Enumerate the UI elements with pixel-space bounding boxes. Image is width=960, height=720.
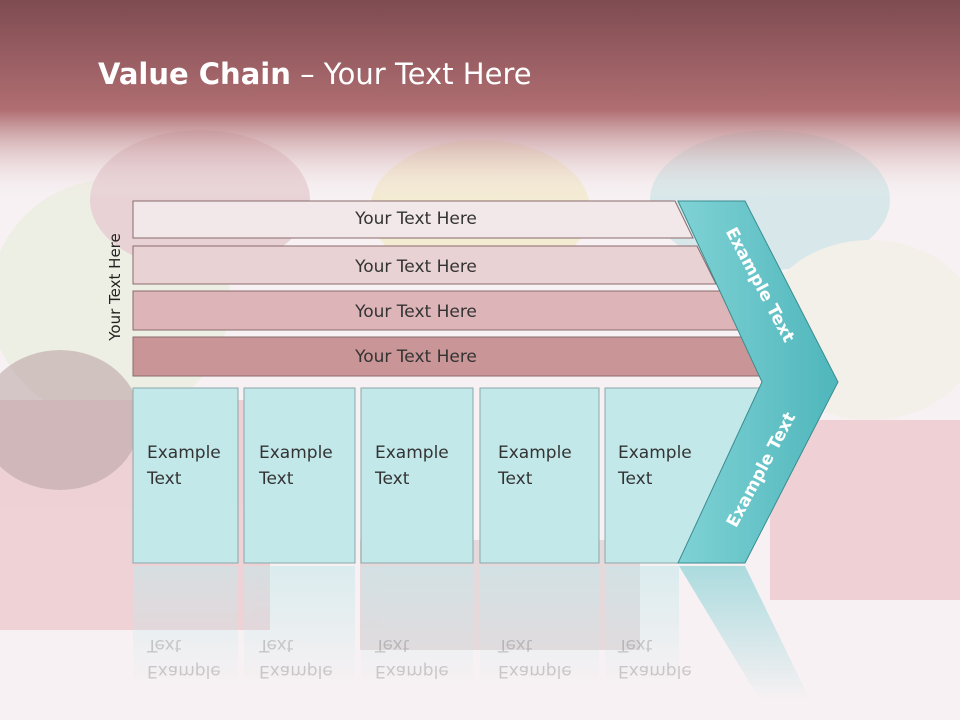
box-2-line2: Text [259, 469, 294, 489]
title-rest: – Your Text Here [290, 57, 532, 91]
box-3-shape [360, 387, 474, 564]
title-bold: Value Chain [98, 57, 291, 91]
side-label: Your Text Here [106, 233, 124, 341]
box-2-line1: Example [259, 443, 333, 463]
box-3-line2: Text [375, 469, 410, 489]
box-5-line1: Example [618, 443, 692, 463]
bar-4-label: Your Text Here [355, 347, 477, 367]
box-4-line1: Example [498, 443, 572, 463]
reflection [133, 566, 810, 700]
box-1-line1: Example [147, 443, 221, 463]
box-4-shape [479, 387, 600, 564]
header-band [0, 0, 960, 200]
slide-title: Value Chain – Your Text Here [98, 54, 798, 94]
bar-3-label: Your Text Here [355, 302, 477, 322]
box-2-shape [243, 387, 356, 564]
box-5-line2: Text [618, 469, 653, 489]
bar-1-label: Your Text Here [355, 209, 477, 229]
box-3-line1: Example [375, 443, 449, 463]
box-1-line2: Text [147, 469, 182, 489]
box-4-line2: Text [498, 469, 533, 489]
chevron-arrow [677, 200, 839, 564]
bar-1-shape [132, 200, 694, 239]
box-1-shape [132, 387, 239, 564]
bar-2-label: Your Text Here [355, 257, 477, 277]
